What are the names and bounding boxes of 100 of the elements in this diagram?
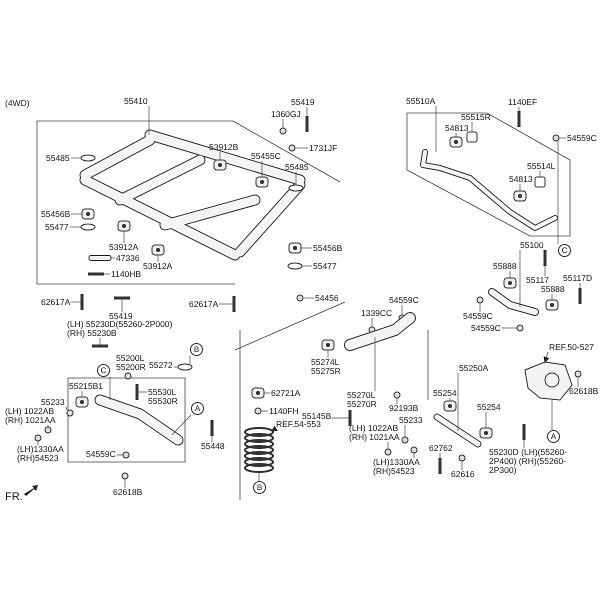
part-number: 55274L 55275R bbox=[310, 358, 346, 376]
part-number: 55117 bbox=[525, 276, 550, 285]
part-number: 1731JF bbox=[308, 144, 338, 153]
leader-line bbox=[70, 226, 82, 228]
nut-icon bbox=[122, 472, 128, 480]
part-number: 55233 bbox=[40, 398, 66, 407]
nut-icon bbox=[124, 372, 132, 380]
leader-line bbox=[148, 106, 150, 136]
bolt-icon bbox=[136, 384, 138, 400]
bolt-icon bbox=[438, 458, 442, 474]
part-number: 54813 bbox=[508, 175, 534, 184]
part-number: (LH)1330AA (RH)54523 bbox=[16, 445, 74, 463]
lower-arm-drawing bbox=[94, 394, 184, 446]
reference-circle: C bbox=[97, 364, 110, 377]
part-number: (LH)1330AA (RH)54523 bbox=[372, 458, 430, 476]
part-number: 55419 bbox=[108, 312, 134, 321]
part-number: 55530L 55530R bbox=[147, 388, 183, 406]
part-number: 54559C bbox=[566, 134, 598, 143]
part-number: (LH) 55230D(55260-2P000) (RH) 55230B bbox=[66, 320, 188, 338]
nut-icon bbox=[66, 410, 74, 416]
part-number: 62617A bbox=[40, 298, 72, 307]
part-number: 55510A bbox=[405, 97, 436, 106]
bushing-icon bbox=[322, 340, 334, 350]
nut-icon bbox=[458, 454, 466, 462]
part-number: 53912A bbox=[108, 243, 140, 252]
nut-icon bbox=[296, 294, 304, 302]
note-text: (4WD) bbox=[5, 98, 30, 108]
reference-circle: C bbox=[558, 244, 571, 257]
bolt-icon bbox=[210, 420, 214, 436]
bolt-icon bbox=[544, 250, 546, 266]
part-number: 55254 bbox=[476, 403, 502, 412]
bolt-icon bbox=[518, 111, 520, 127]
stabilizer-bar-drawing bbox=[420, 149, 558, 231]
leader-line bbox=[374, 336, 376, 392]
part-number: 55250A bbox=[458, 364, 490, 373]
part-number: (LH) 1022AB (RH) 1021AA bbox=[4, 407, 64, 425]
part-number: 54456 bbox=[314, 294, 340, 303]
leader-line bbox=[124, 478, 126, 488]
bolt-icon bbox=[578, 288, 582, 304]
bushing-icon bbox=[480, 428, 492, 438]
nut-icon bbox=[552, 134, 560, 142]
part-number: 55200L 55200R bbox=[115, 354, 151, 372]
nut-icon bbox=[254, 408, 262, 414]
part-number: 55100 bbox=[519, 241, 545, 250]
leader-line bbox=[396, 398, 398, 404]
part-number: 55485 bbox=[45, 154, 71, 163]
part-number: 55117D bbox=[562, 274, 594, 283]
part-number: REF.54-553 bbox=[275, 420, 322, 429]
part-number: 55515R bbox=[460, 113, 492, 122]
nut-icon bbox=[44, 426, 52, 434]
part-number: 55233 bbox=[398, 416, 424, 425]
leader-line bbox=[66, 406, 68, 410]
part-number: 47336 bbox=[115, 254, 141, 263]
nut-icon bbox=[402, 436, 408, 444]
leader-line bbox=[264, 392, 270, 394]
bushing-icon bbox=[546, 300, 558, 310]
nut-icon bbox=[384, 448, 392, 456]
part-number: 55215B1 bbox=[68, 382, 104, 391]
part-number: 1360GJ bbox=[270, 110, 302, 119]
nut-icon bbox=[476, 296, 484, 304]
bolt-icon bbox=[522, 424, 526, 440]
leader-line bbox=[174, 366, 178, 368]
leader-line bbox=[116, 454, 124, 456]
part-number: 55272 bbox=[148, 361, 174, 370]
leader-line bbox=[306, 106, 308, 116]
nut-icon bbox=[280, 128, 286, 134]
part-number: 55888 bbox=[540, 285, 566, 294]
part-number: 55477 bbox=[312, 262, 338, 271]
washer-icon bbox=[178, 364, 192, 370]
part-number: 55230D (LH)(55260-2P400) (RH)(55260-2P300) bbox=[488, 448, 586, 475]
nut-icon bbox=[574, 370, 582, 378]
coil-spring-drawing bbox=[244, 427, 274, 473]
nut-icon bbox=[122, 452, 130, 458]
leader-line bbox=[404, 424, 406, 438]
reference-circle: A bbox=[547, 430, 560, 443]
bushing-icon bbox=[76, 396, 88, 408]
leader-line bbox=[172, 414, 192, 436]
trailing-arm-drawing bbox=[344, 312, 416, 351]
part-number: 53912A bbox=[142, 262, 174, 271]
bolt-icon bbox=[114, 296, 130, 300]
bushing-icon bbox=[504, 278, 516, 288]
bolt-icon bbox=[306, 116, 308, 132]
part-number: 55254 bbox=[432, 389, 458, 398]
part-number: 54559C bbox=[470, 324, 502, 333]
part-number: (LH) 1022AB (RH) 1021AA bbox=[348, 424, 410, 442]
part-number: 55485 bbox=[284, 163, 310, 172]
bolt-icon bbox=[92, 344, 108, 348]
bushing-icon bbox=[444, 400, 456, 412]
bolt-icon bbox=[348, 410, 352, 426]
reference-circle: B bbox=[190, 343, 203, 356]
nut-icon bbox=[410, 446, 418, 454]
part-number: 62617A bbox=[188, 300, 220, 309]
part-number: 54813 bbox=[444, 124, 470, 133]
part-number: 62616 bbox=[450, 470, 476, 479]
part-number: 55145B bbox=[301, 412, 332, 421]
part-number: 55270L 55270R bbox=[346, 391, 382, 409]
part-number: 55477 bbox=[44, 223, 70, 232]
part-number: 55456B bbox=[40, 210, 72, 219]
part-number: 62618B bbox=[112, 488, 144, 497]
part-number: 55514L bbox=[526, 162, 556, 171]
